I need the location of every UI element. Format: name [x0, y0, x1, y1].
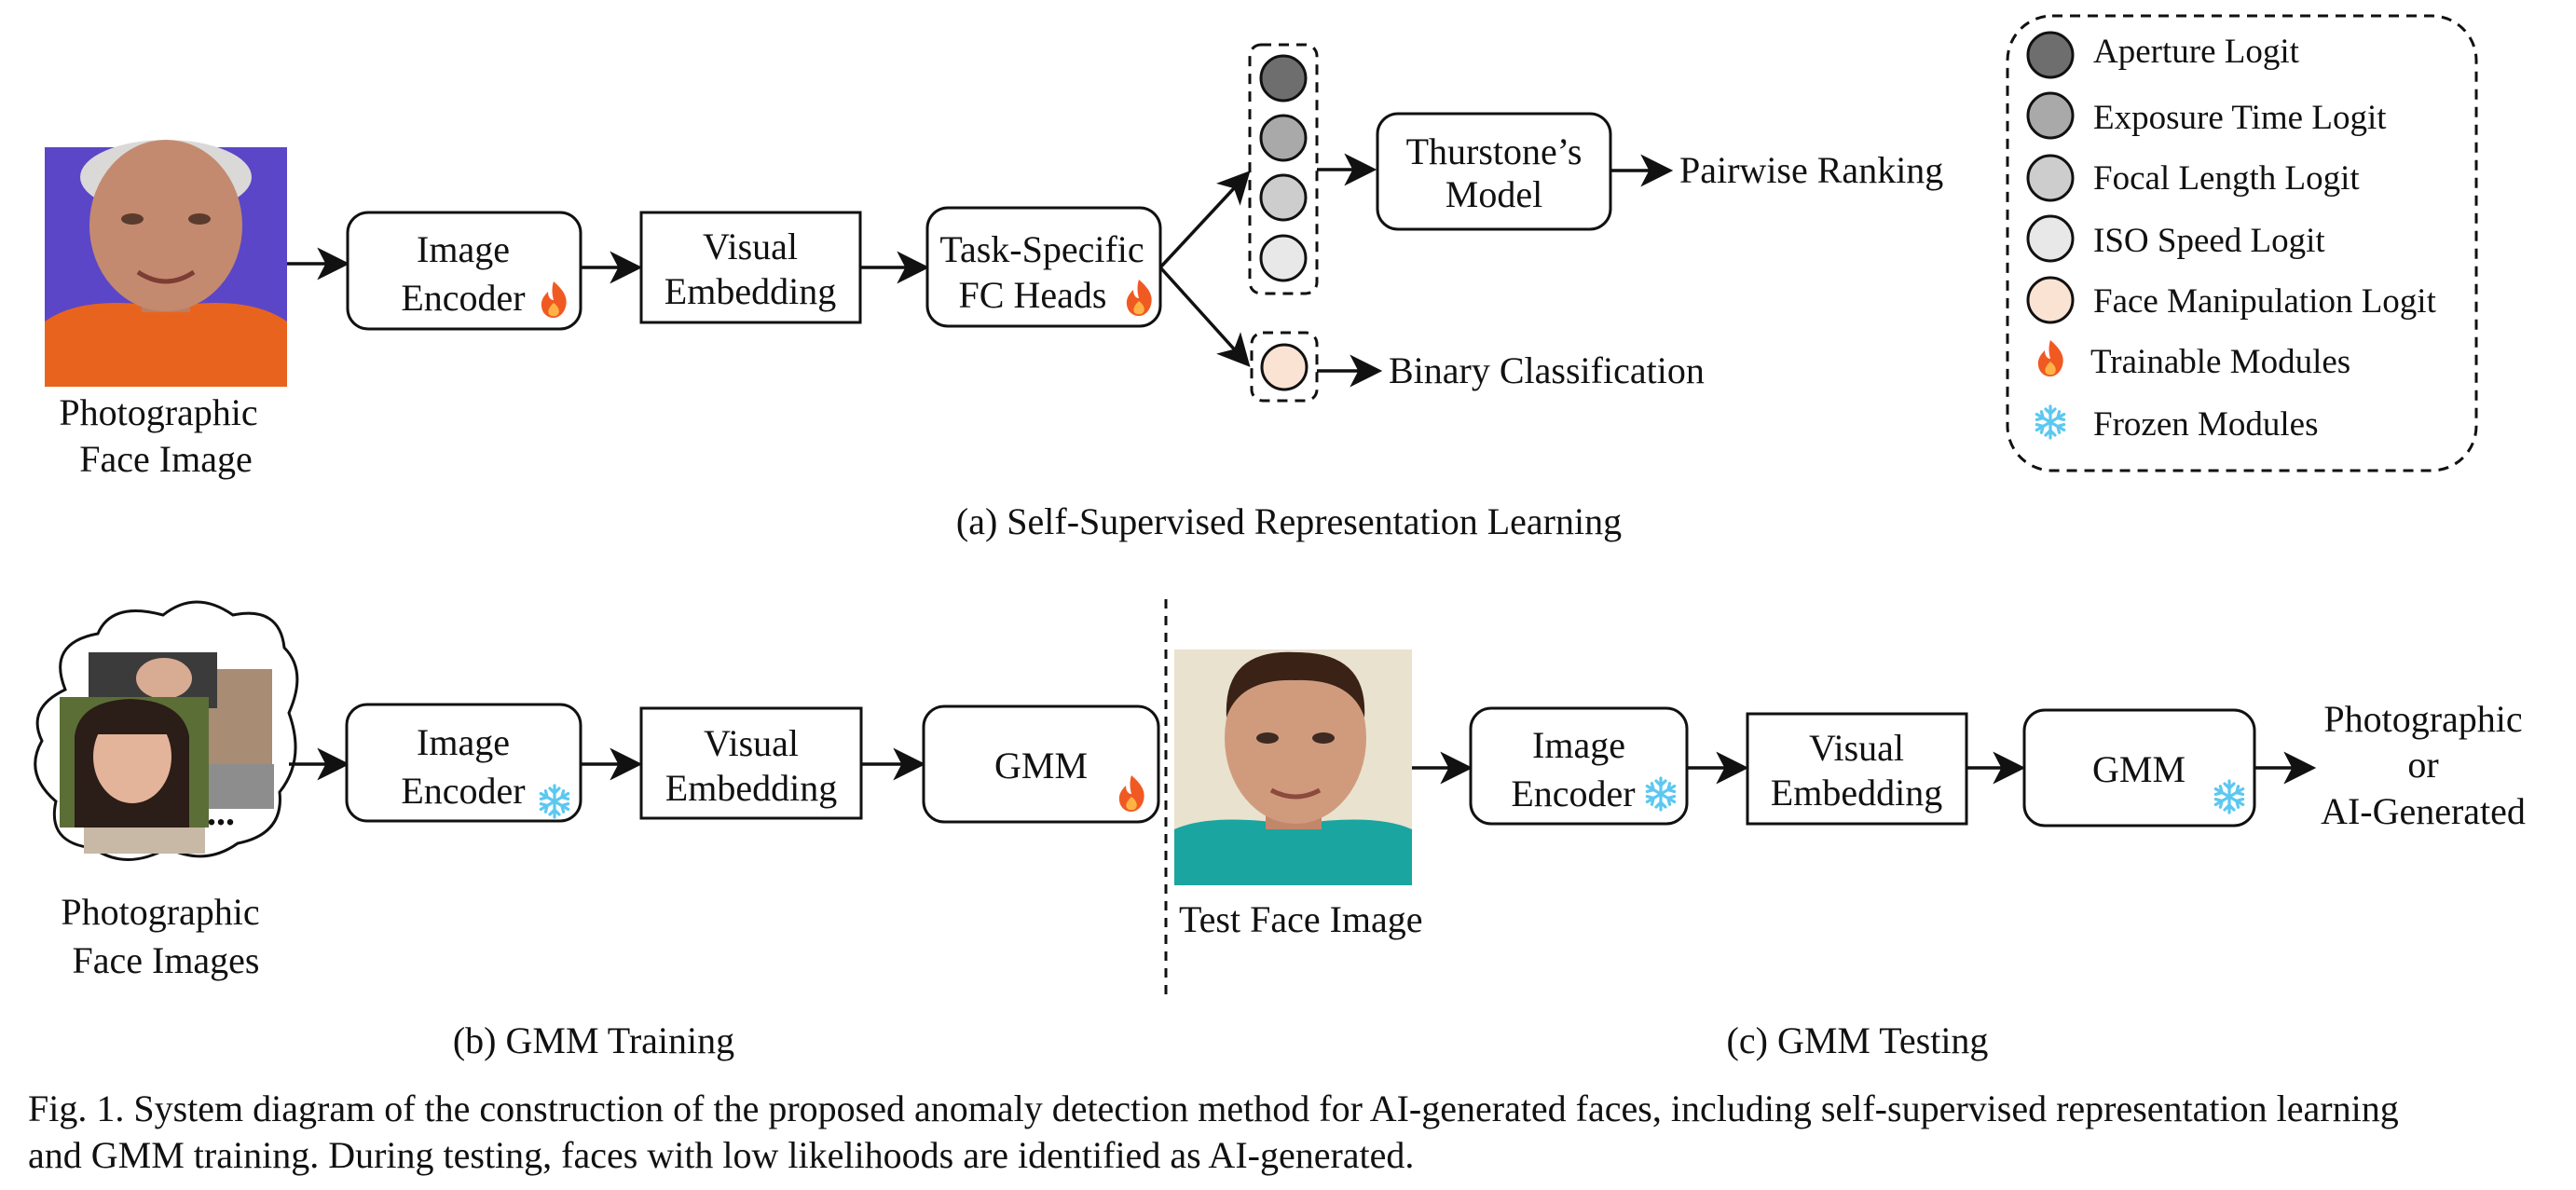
- face-collage: ...: [34, 600, 299, 861]
- figure-caption-line1: Fig. 1. System diagram of the constructi…: [28, 1087, 2399, 1129]
- visual-embedding-box-c: [1746, 712, 1968, 826]
- legend-label-exposure-time: Exposure Time Logit: [2093, 99, 2387, 137]
- image-encoder-b-line2: Encoder: [401, 770, 525, 812]
- legend-swatch-aperture: [2026, 31, 2075, 79]
- image-encoder-b-line1: Image: [417, 721, 510, 763]
- logit-group-box: [1248, 43, 1319, 295]
- legend-swatch-focal-length: [2026, 154, 2075, 202]
- legend-label-iso-speed: ISO Speed Logit: [2093, 222, 2325, 260]
- fc-heads-line2: FC Heads: [959, 274, 1107, 316]
- exposure-time-logit-node: [1259, 114, 1308, 162]
- visual-embedding-a-line1: Visual: [703, 226, 798, 267]
- legend: Aperture Logit Exposure Time Logit Focal…: [2006, 14, 2478, 472]
- image-encoder-box-c: [1469, 706, 1689, 826]
- visual-embedding-b-line2: Embedding: [665, 767, 837, 809]
- input-label-b-line1: Photographic: [61, 891, 259, 933]
- output-label-line1: Photographic: [2323, 698, 2522, 740]
- fire-icon: [2037, 340, 2063, 376]
- gmm-box-b: [922, 704, 1160, 824]
- legend-label-aperture: Aperture Logit: [2093, 33, 2300, 71]
- visual-embedding-box-b: [639, 706, 863, 820]
- input-label-b-line2: Face Images: [72, 939, 259, 981]
- test-face-photo: [1174, 650, 1412, 885]
- aperture-logit-node: [1259, 54, 1308, 103]
- subcaption-c: (c) GMM Testing: [1727, 1019, 1989, 1061]
- arrow-a4-down: [1158, 266, 1251, 367]
- visual-embedding-b-line1: Visual: [704, 722, 799, 764]
- output-label-line2: or: [2407, 744, 2438, 786]
- output-label-line3: AI-Generated: [2321, 790, 2526, 832]
- legend-swatch-exposure-time: [2026, 91, 2075, 140]
- image-encoder-c-line1: Image: [1532, 724, 1625, 766]
- legend-label-face-manipulation: Face Manipulation Logit: [2093, 282, 2437, 321]
- gmm-label-c: GMM: [2092, 748, 2185, 790]
- image-encoder-a-line2: Encoder: [401, 277, 525, 319]
- face-manipulation-logit-node: [1260, 343, 1309, 391]
- legend-label-focal-length: Focal Length Logit: [2093, 159, 2360, 198]
- gmm-label-b: GMM: [994, 745, 1088, 786]
- input-label-a-line1: Photographic: [59, 391, 257, 433]
- legend-label-trainable: Trainable Modules: [2090, 343, 2350, 381]
- image-encoder-c-line2: Encoder: [1511, 773, 1635, 814]
- visual-embedding-box-a: [639, 211, 862, 324]
- arrow-a4-up: [1158, 171, 1251, 269]
- thurstone-line2: Model: [1446, 173, 1542, 215]
- face-manipulation-group-box: [1250, 331, 1319, 403]
- figure-caption-line2: and GMM training. During testing, faces …: [28, 1134, 1415, 1176]
- iso-speed-logit-node: [1259, 234, 1308, 282]
- visual-embedding-c-line2: Embedding: [1771, 772, 1942, 814]
- visual-embedding-c-line1: Visual: [1809, 727, 1904, 769]
- legend-swatch-iso-speed: [2026, 214, 2075, 263]
- fc-heads-line1: Task-Specific: [939, 228, 1144, 270]
- thurstone-line1: Thurstone’s: [1406, 130, 1583, 172]
- pairwise-ranking-label: Pairwise Ranking: [1679, 149, 1943, 191]
- image-encoder-a-line1: Image: [417, 228, 510, 270]
- focal-length-logit-node: [1259, 173, 1308, 222]
- image-encoder-box-a: [346, 211, 582, 331]
- snowflake-icon: [2035, 404, 2066, 440]
- subcaption-b: (b) GMM Training: [453, 1019, 734, 1061]
- legend-swatch-face-manipulation: [2026, 276, 2075, 324]
- collage-ellipsis: ...: [207, 791, 235, 833]
- visual-embedding-a-line2: Embedding: [665, 270, 836, 312]
- binary-classification-label: Binary Classification: [1389, 349, 1705, 391]
- test-face-label: Test Face Image: [1179, 898, 1423, 940]
- legend-label-frozen: Frozen Modules: [2093, 405, 2319, 444]
- face-photo-a: [45, 140, 287, 387]
- input-label-a-line2: Face Image: [79, 438, 252, 480]
- subcaption-a: (a) Self-Supervised Representation Learn…: [956, 500, 1622, 542]
